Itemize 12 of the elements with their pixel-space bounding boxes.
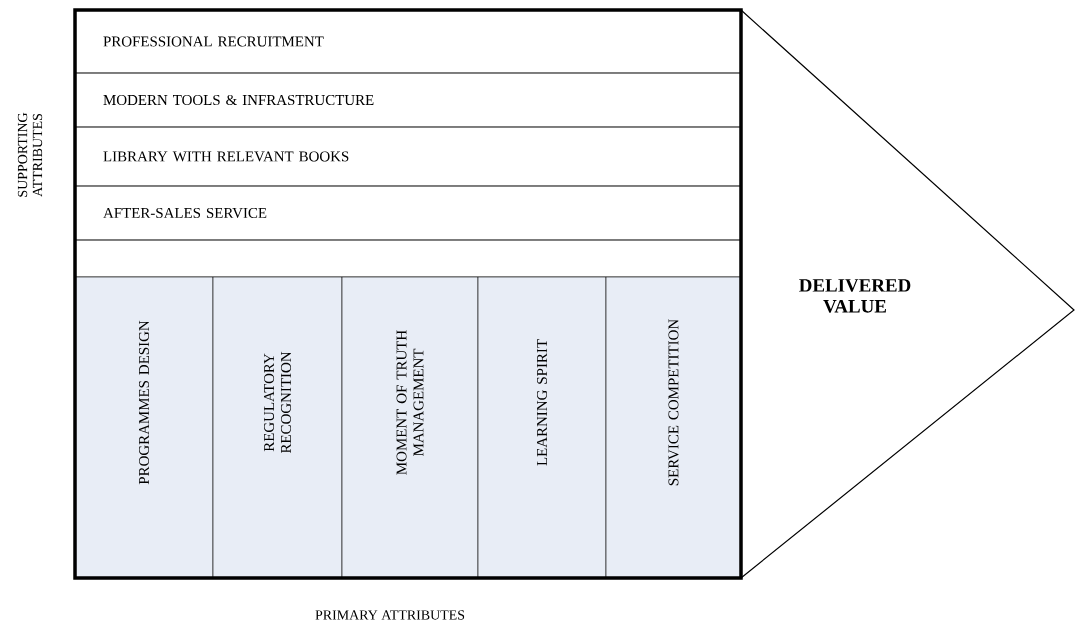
node-label: PROFESSIONAL RECRUITMENT — [103, 36, 324, 47]
axis-label: SUPPORTING ATTRIBUTES — [17, 112, 43, 197]
attribute-column: PROGRAMMES DESIGN — [74, 276, 214, 579]
axis-label: PRIMARY ATTRIBUTES — [315, 610, 465, 620]
attribute-column: MOMENT OF TRUTH MANAGEMENT — [341, 276, 479, 579]
attribute-column: SERVICE COMPETITION — [605, 276, 742, 579]
attribute-column: LEARNING SPIRIT — [477, 276, 607, 579]
attribute-row: MODERN TOOLS & INFRASTRUCTURE — [74, 72, 742, 128]
value-chain-frame — [73, 8, 743, 580]
attribute-row: AFTER-SALES SERVICE — [74, 185, 742, 241]
attribute-row: LIBRARY WITH RELEVANT BOOKS — [74, 126, 742, 187]
attribute-column: REGULATORY RECOGNITION — [212, 276, 343, 579]
